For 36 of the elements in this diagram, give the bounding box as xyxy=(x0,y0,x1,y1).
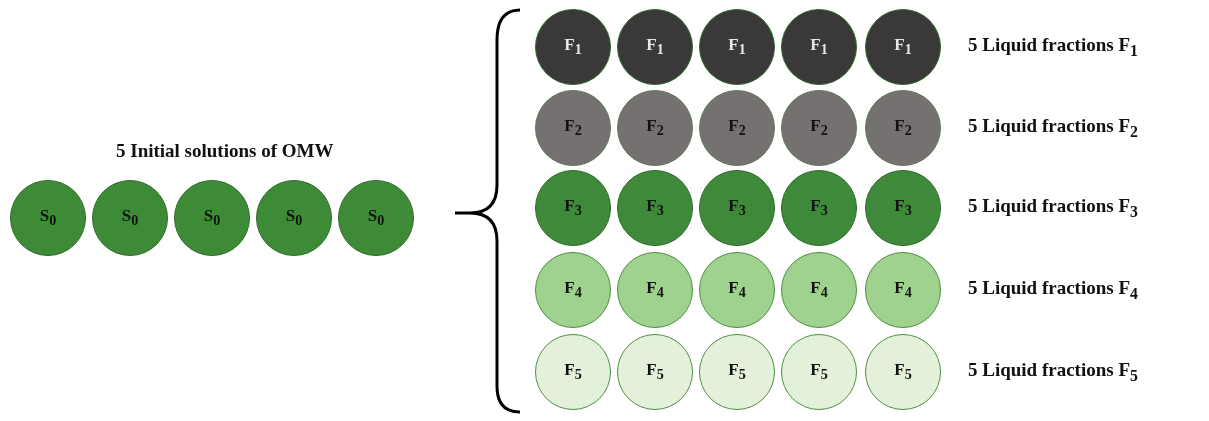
solution-circle: F$_{5}$ xyxy=(865,334,941,410)
solution-circle: F$_{5}$ xyxy=(617,334,693,410)
solution-circle: F$_{3}$ xyxy=(865,170,941,246)
solution-circle: F$_{1}$ xyxy=(699,9,775,85)
solution-circle: F$_{5}$ xyxy=(535,334,611,410)
solution-circle: F$_{3}$ xyxy=(535,170,611,246)
solution-circle: F$_{1}$ xyxy=(781,9,857,85)
solution-circle: S$_{0}$ xyxy=(174,180,250,256)
row-label: 5 Liquid fractions F$_{5}$ xyxy=(968,359,1138,385)
solution-circle: F$_{1}$ xyxy=(865,9,941,85)
solution-circle: F$_{2}$ xyxy=(865,90,941,166)
solution-circle: F$_{4}$ xyxy=(535,252,611,328)
row-label: 5 Liquid fractions F$_{4}$ xyxy=(968,277,1138,303)
solution-circle: F$_{1}$ xyxy=(617,9,693,85)
row-label: 5 Liquid fractions F$_{3}$ xyxy=(968,195,1138,221)
solution-circle: F$_{2}$ xyxy=(617,90,693,166)
solution-circle: F$_{3}$ xyxy=(699,170,775,246)
solution-circle: F$_{5}$ xyxy=(699,334,775,410)
solution-circle: F$_{3}$ xyxy=(781,170,857,246)
solution-circle: F$_{4}$ xyxy=(699,252,775,328)
solution-circle: F$_{2}$ xyxy=(781,90,857,166)
solution-circle: F$_{4}$ xyxy=(865,252,941,328)
solution-circle: F$_{2}$ xyxy=(535,90,611,166)
row-label: 5 Liquid fractions F$_{2}$ xyxy=(968,115,1138,141)
solution-circle: F$_{1}$ xyxy=(535,9,611,85)
solution-circle: F$_{4}$ xyxy=(617,252,693,328)
solution-circle: F$_{4}$ xyxy=(781,252,857,328)
solution-circle: S$_{0}$ xyxy=(92,180,168,256)
solution-circle: F$_{2}$ xyxy=(699,90,775,166)
solution-circle: F$_{3}$ xyxy=(617,170,693,246)
group-heading: 5 Initial solutions of OMW xyxy=(116,140,334,162)
row-label: 5 Liquid fractions F$_{1}$ xyxy=(968,34,1138,60)
solution-circle: F$_{5}$ xyxy=(781,334,857,410)
solution-circle: S$_{0}$ xyxy=(10,180,86,256)
solution-circle: S$_{0}$ xyxy=(256,180,332,256)
solution-circle: S$_{0}$ xyxy=(338,180,414,256)
